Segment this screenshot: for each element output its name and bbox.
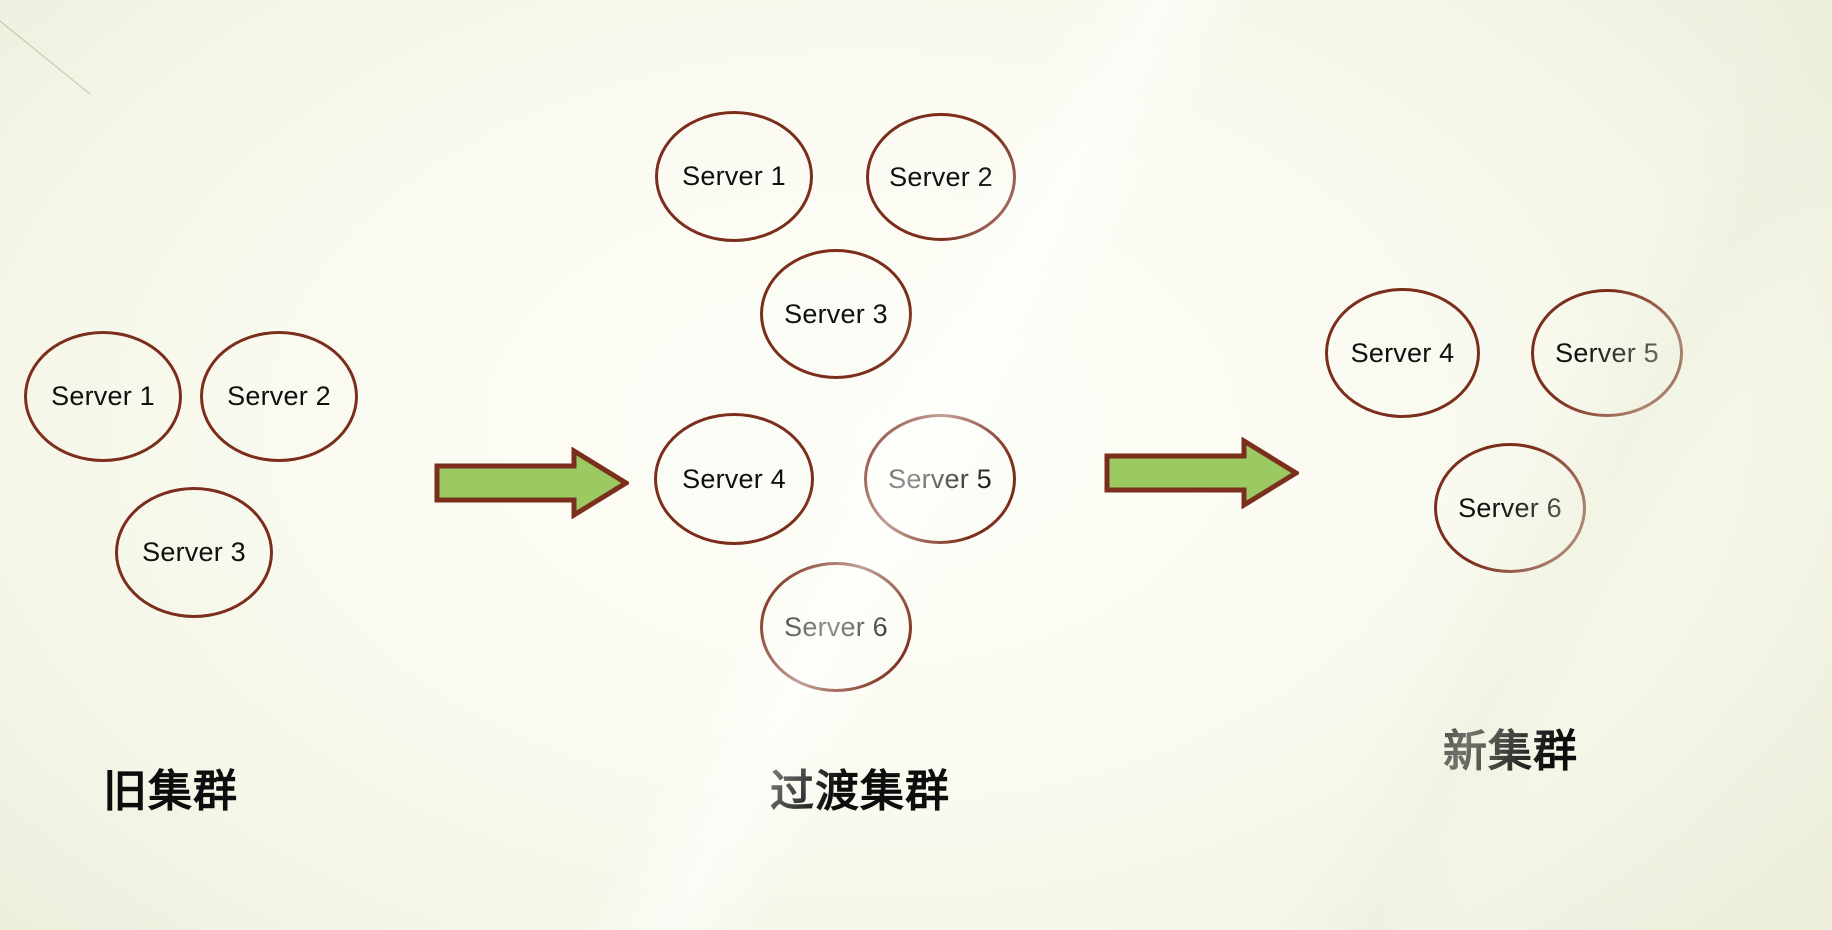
arrow-transition-to-new-icon [1104,436,1301,510]
node-transition-server-5[interactable]: Server 5 [864,414,1016,544]
node-transition-server-3[interactable]: Server 3 [760,249,912,379]
node-label: Server 3 [784,298,888,329]
node-label: Server 1 [682,161,786,191]
node-transition-server-6[interactable]: Server 6 [760,562,912,692]
arrow-old-to-transition-icon [434,446,631,520]
node-label: Server 4 [1350,337,1455,368]
node-label: Server 5 [1555,337,1659,368]
node-label: Server 2 [227,381,331,411]
node-old-server-3[interactable]: Server 3 [115,487,273,618]
node-transition-server-1[interactable]: Server 1 [655,111,813,242]
node-label: Server 6 [1458,492,1562,523]
node-new-server-6[interactable]: Server 6 [1434,443,1586,573]
node-label: Server 2 [889,161,993,192]
node-transition-server-4[interactable]: Server 4 [654,413,814,545]
node-transition-server-2[interactable]: Server 2 [866,113,1016,241]
caption-transition-cluster: 过渡集群 [770,767,950,816]
node-old-server-2[interactable]: Server 2 [200,331,358,462]
node-label: Server 3 [142,537,246,567]
corner-decoration-line [0,6,92,95]
node-new-server-4[interactable]: Server 4 [1325,288,1480,418]
caption-old-cluster: 旧集群 [103,767,238,816]
node-old-server-1[interactable]: Server 1 [24,331,182,462]
node-new-server-5[interactable]: Server 5 [1531,289,1683,417]
node-label: Server 1 [51,381,155,411]
node-label: Server 5 [888,463,992,494]
caption-new-cluster: 新集群 [1443,727,1578,776]
node-label: Server 4 [682,463,786,494]
node-label: Server 6 [784,611,888,642]
